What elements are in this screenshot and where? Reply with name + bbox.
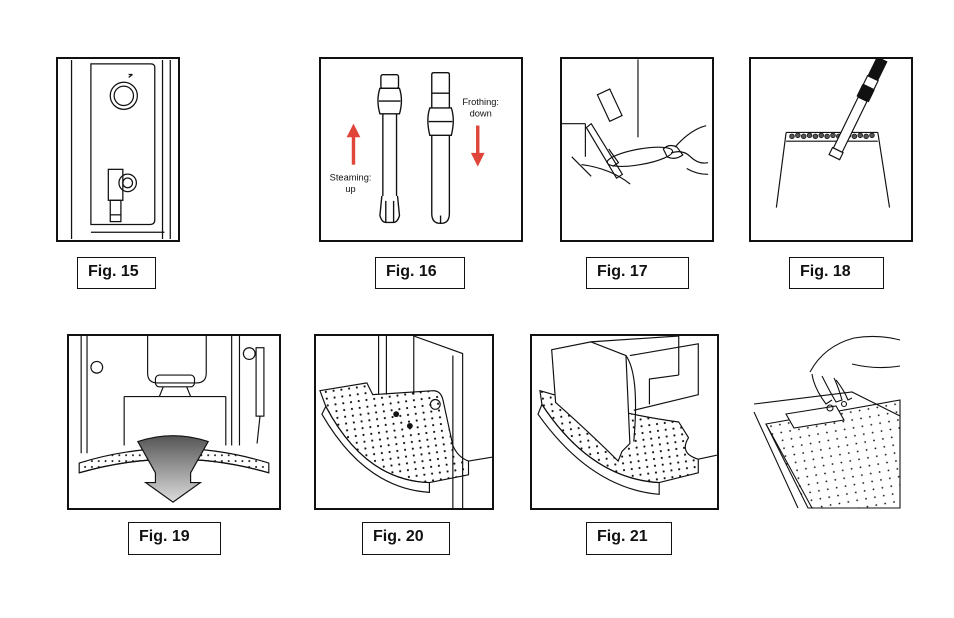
hand-placing-tablet-drawing [753,335,901,509]
fig15-illustration [56,57,180,242]
pull-out-arrow-icon [136,435,210,503]
down-arrow-icon [470,125,485,167]
fig19-caption: Fig. 19 [128,522,221,555]
drip-tray-grate-drawing [319,336,492,508]
fig15-caption: Fig. 15 [77,257,156,289]
fig21-illustration [530,334,719,510]
fig20-caption: Fig. 20 [362,522,450,555]
machine-front-knob-drawing [70,59,171,240]
drip-tray-plate-drawing [537,336,717,495]
fig20-illustration [314,334,494,510]
removing-drip-tray-drawing [78,336,270,503]
steaming-direction-label: up [345,184,355,194]
frother-positions-drawing: Steaming: up Frothing: down [330,72,499,225]
tablet-insert-illustration [752,330,902,512]
fig21-caption: Fig. 21 [586,522,672,555]
cleaning-frother-drawing [562,59,709,185]
fig18-illustration [749,57,913,242]
steaming-label: Steaming: [330,172,372,182]
fig19-illustration [67,334,281,510]
frothing-direction-label: down [470,109,492,119]
fig17-caption: Fig. 17 [586,257,689,289]
fig17-illustration [560,57,714,242]
fig18-caption: Fig. 18 [789,257,884,289]
frother-in-cleaner-drawing [775,59,891,208]
up-arrow-icon [346,123,361,165]
fig16-caption: Fig. 16 [375,257,465,289]
fig16-illustration: Steaming: up Frothing: down [319,57,523,242]
frothing-label: Frothing: [462,97,499,107]
